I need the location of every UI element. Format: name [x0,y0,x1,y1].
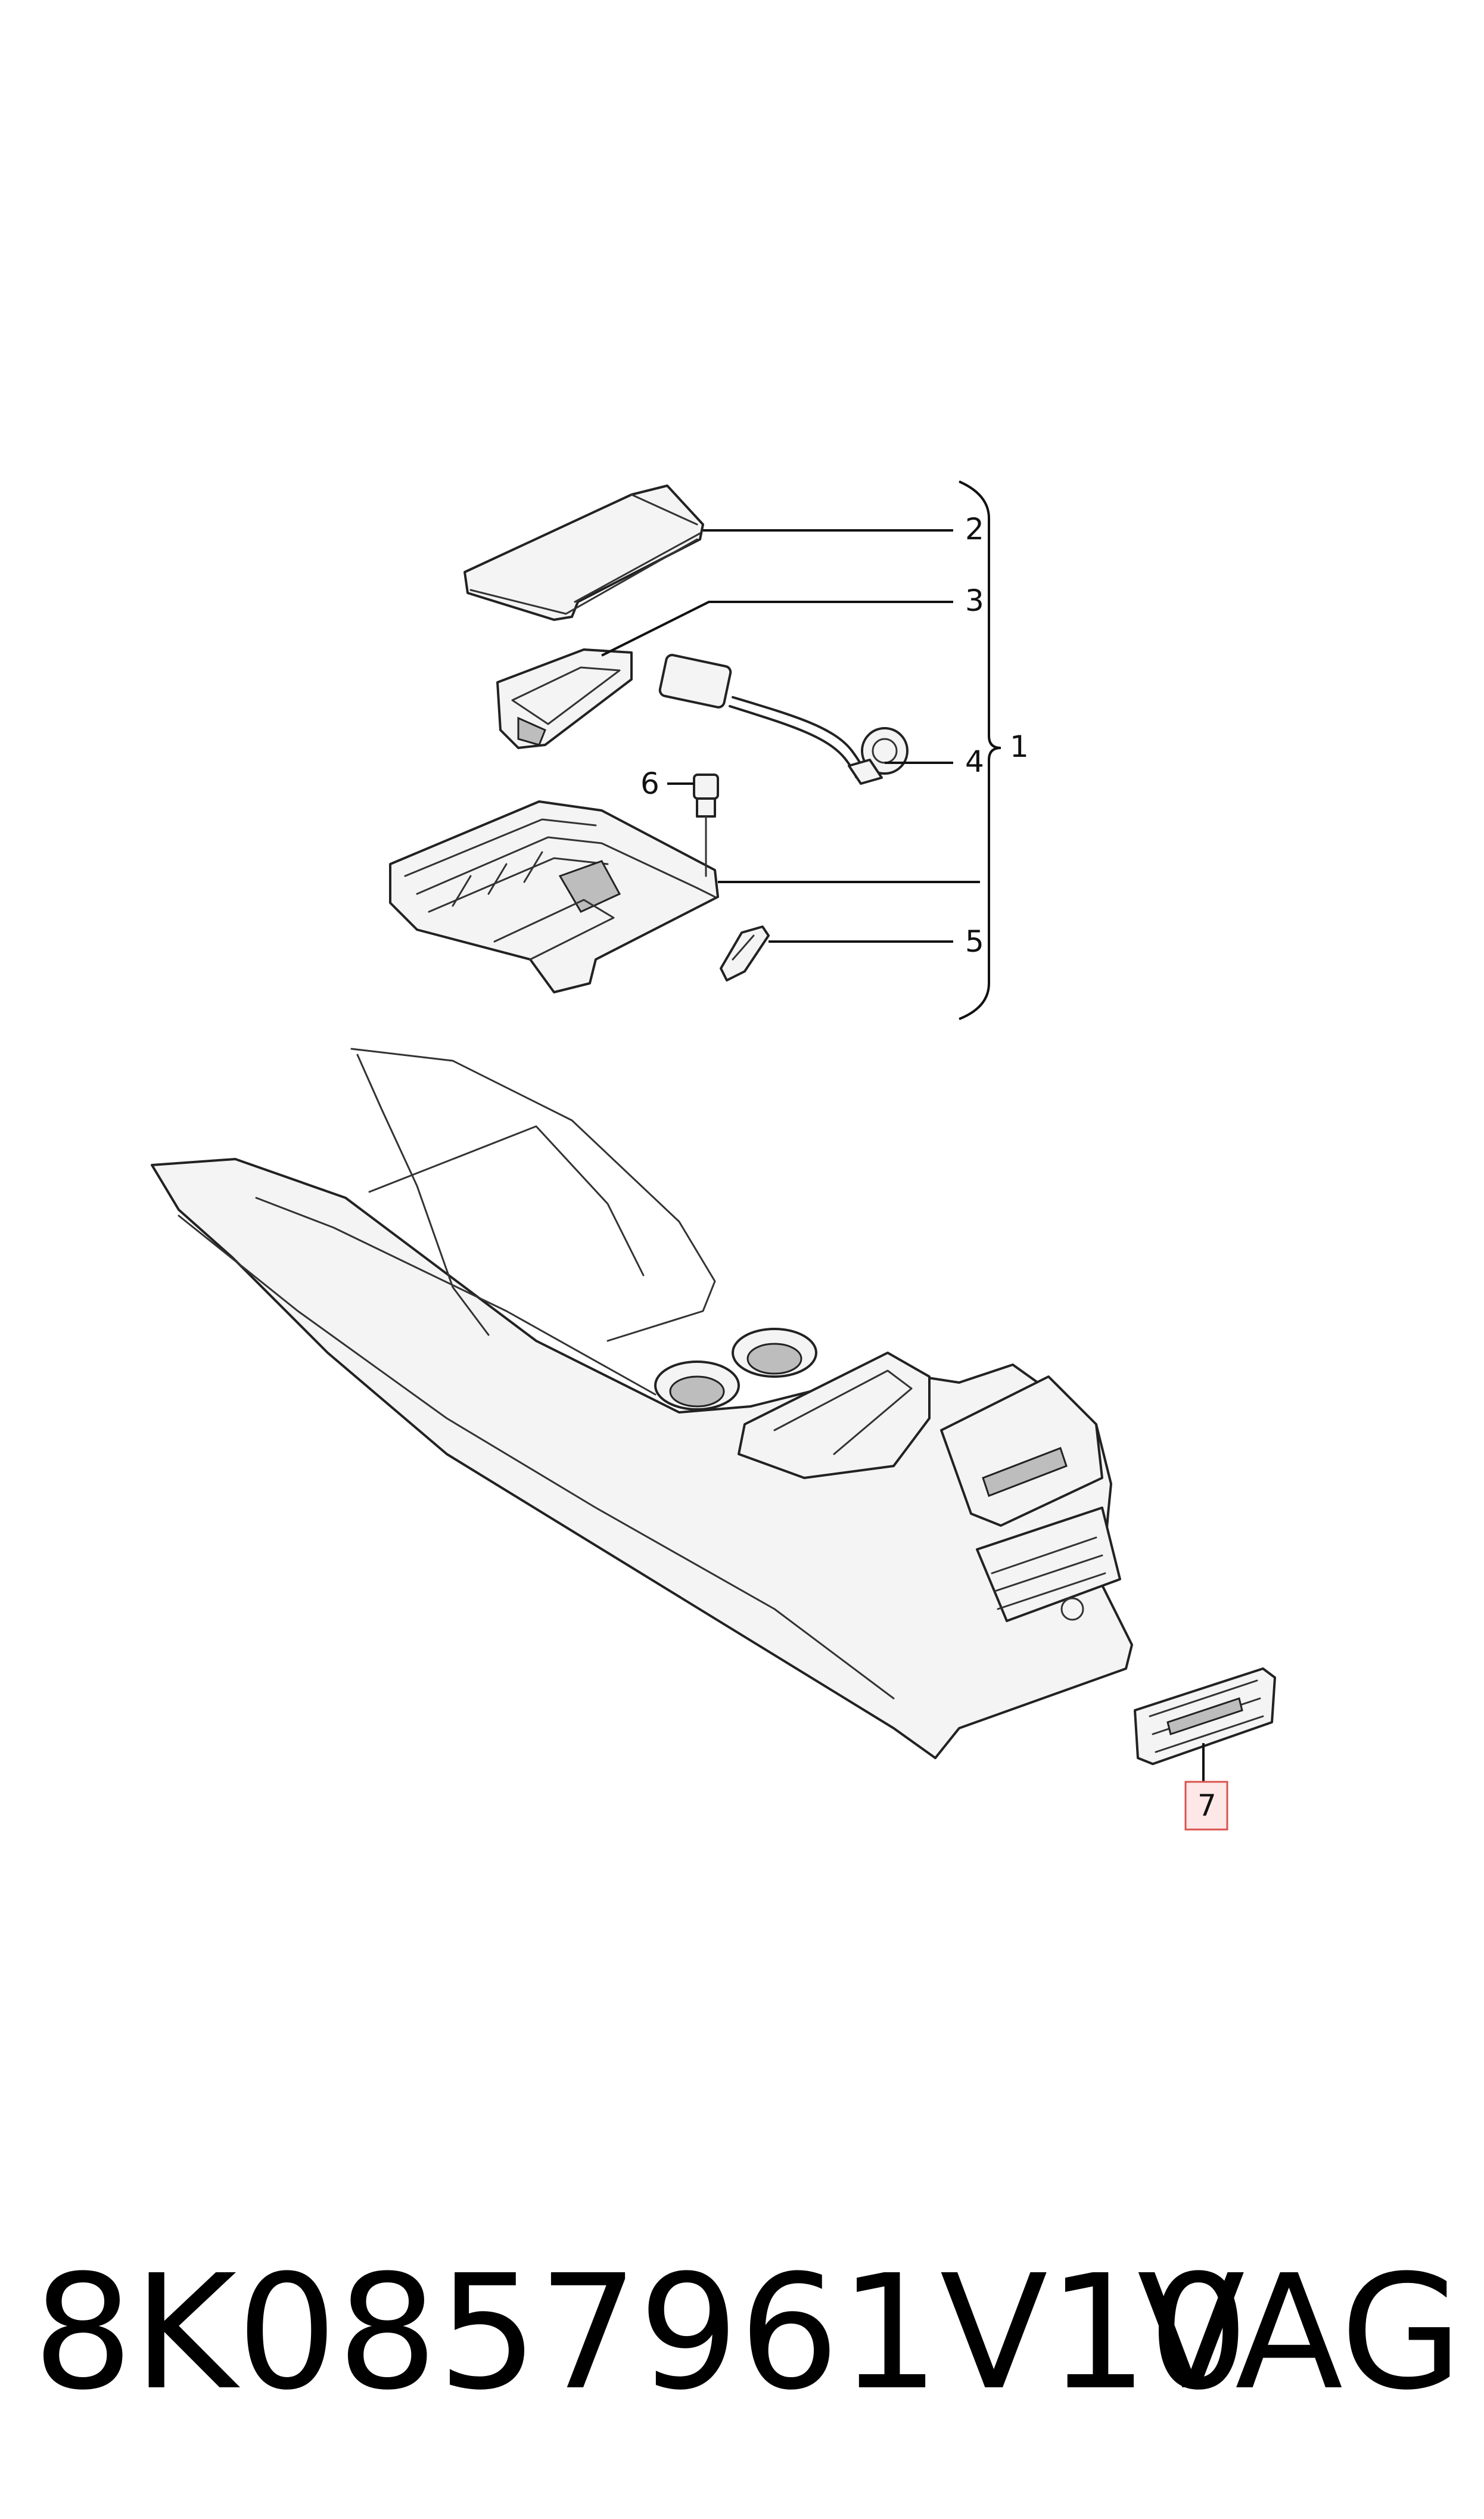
part-2-armrest-lid [463,484,704,621]
callout-7-highlight-box [1184,1781,1228,1831]
part-4-cable-socket [658,654,909,785]
part-number-label: 8K0857961V10 [33,2241,1249,2425]
footer: 8K0857961V10 VAG [33,2238,1463,2428]
part-7-rear-cover [1134,1667,1276,1765]
brand-label: VAG [1137,2241,1463,2425]
callout-5: 5 [965,924,984,959]
assembly-bracket [389,800,719,993]
part-5-clip [720,925,770,981]
callout-2: 2 [965,512,984,546]
center-console [151,1048,1133,1759]
leader-3 [601,601,953,657]
callout-1: 1 [1010,729,1029,764]
part-6-bolt [693,774,719,818]
callout-6: 6 [640,766,659,801]
callout-7: 7 [1197,1788,1217,1823]
assembly-1-bracket [959,480,1001,1020]
callout-4: 4 [965,744,984,779]
part-3-storage-insert [496,648,633,749]
callout-3: 3 [965,583,984,618]
